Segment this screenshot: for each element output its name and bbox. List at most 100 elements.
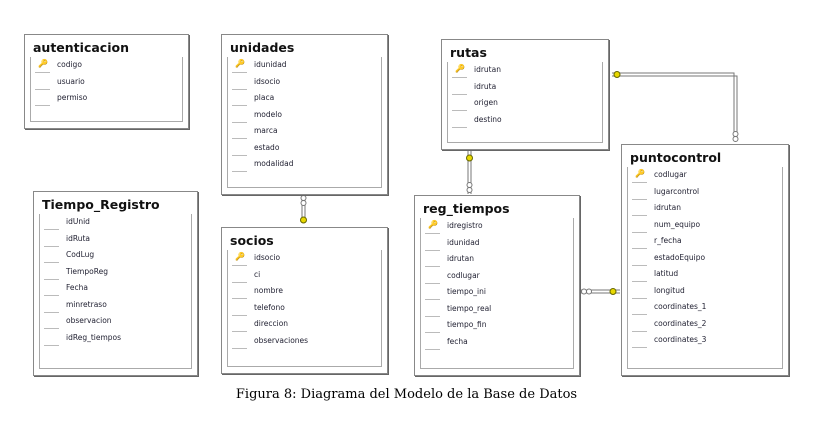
field-row[interactable]: estadoEquipo [628,250,782,266]
table-title: puntocontrol [630,150,722,165]
field-row[interactable]: coordinates_1 [628,299,782,315]
field-row[interactable]: estado [228,140,381,156]
field-name: marca [254,126,278,135]
field-row[interactable]: telefono [228,300,381,316]
field-name: idunidad [254,60,287,69]
field-row[interactable]: 🔑codlugar [628,167,782,183]
field-name: idrutan [447,254,474,263]
field-list: 🔑idrutan idruta origen destino [447,62,603,143]
row-gutter [452,94,467,111]
field-row[interactable]: r_fecha [628,233,782,249]
field-row[interactable]: fecha [421,334,573,350]
row-gutter [452,78,467,95]
field-row[interactable]: idReg_tiempos [40,330,191,346]
primary-key-icon: 🔑 [235,252,245,261]
field-row[interactable]: minretraso [40,297,191,313]
field-row[interactable]: observaciones [228,333,381,349]
field-row[interactable]: TiempoReg [40,264,191,280]
field-row[interactable]: marca [228,123,381,139]
field-row[interactable]: destino [448,112,602,128]
field-row[interactable]: longitud [628,283,782,299]
row-gutter [232,139,247,156]
field-name: destino [474,114,502,124]
field-row[interactable]: origen [448,95,602,111]
row-gutter [632,183,647,200]
row-gutter [425,316,440,333]
row-gutter [232,249,247,266]
row-gutter [35,56,50,73]
field-row[interactable]: modalidad [228,156,381,172]
table-puntocontrol[interactable]: puntocontrol 🔑codlugar lugarcontrol idrutan… [621,144,789,376]
field-row[interactable]: placa [228,90,381,106]
field-row[interactable]: observacion [40,313,191,329]
row-gutter [44,230,59,247]
primary-key-icon: 🔑 [38,59,48,68]
field-row[interactable]: tiempo_real [421,301,573,317]
field-row[interactable]: direccion [228,316,381,332]
field-row[interactable]: latitud [628,266,782,282]
field-row[interactable]: tiempo_fin [421,317,573,333]
table-title: reg_tiempos [423,201,510,216]
row-gutter [232,299,247,316]
field-name: num_equipo [654,219,701,229]
field-row[interactable]: ci [228,267,381,283]
field-name: lugarcontrol [654,186,700,196]
field-row[interactable]: 🔑idrutan [448,62,602,78]
table-title: rutas [450,45,487,60]
field-row[interactable]: idrutan [628,200,782,216]
field-row[interactable]: Fecha [40,280,191,296]
field-row[interactable]: coordinates_3 [628,332,782,348]
field-row[interactable]: usuario [31,74,182,90]
field-row[interactable]: nombre [228,283,381,299]
row-gutter [44,329,59,346]
field-row[interactable]: 🔑 idsocio [228,250,381,266]
row-gutter [44,213,59,230]
field-name: idruta [474,81,497,91]
field-row[interactable]: idsocio [228,74,381,90]
field-row[interactable]: idunidad [421,235,573,251]
row-gutter [632,166,647,183]
field-name: placa [254,93,275,102]
field-name: idReg_tiempos [66,332,122,342]
field-row[interactable]: modelo [228,107,381,123]
field-name: tiempo_ini [447,287,486,296]
field-row[interactable]: tiempo_ini [421,284,573,300]
field-row[interactable]: codlugar [421,268,573,284]
field-row[interactable]: lugarcontrol [628,184,782,200]
row-gutter [232,122,247,139]
field-row[interactable]: idUnid [40,214,191,230]
field-name: idsocio [254,76,281,86]
row-gutter [632,265,647,282]
field-row[interactable]: idRuta [40,231,191,247]
primary-key-icon: 🔑 [235,59,245,68]
field-list: 🔑codlugar lugarcontrol idrutan num_equipo r_… [627,167,783,369]
field-row[interactable]: idruta [448,79,602,95]
field-row[interactable]: CodLug [40,247,191,263]
field-row[interactable]: idrutan [421,251,573,267]
field-name: idregistro [447,221,483,230]
field-row[interactable]: coordinates_2 [628,316,782,332]
relation-reg-tiempos-puntocontrol [580,288,620,295]
field-name: idsocio [254,253,281,262]
row-gutter [35,73,50,90]
table-rutas[interactable]: rutas 🔑idrutan idruta origen destino [441,39,609,150]
field-row[interactable]: num_equipo [628,217,782,233]
field-row[interactable]: 🔑 idunidad [228,57,381,73]
field-row[interactable]: 🔑codigo [31,57,182,73]
field-name: tiempo_fin [447,320,487,329]
figure-caption: Figura 8: Diagrama del Modelo de la Base… [235,387,578,402]
field-name: estadoEquipo [654,252,706,262]
field-row[interactable]: permiso [31,90,182,106]
field-name: observaciones [254,335,309,345]
field-name: idrutan [654,203,681,212]
field-row[interactable]: 🔑idregistro [421,218,573,234]
field-name: telefono [254,302,285,312]
field-name: idrutan [474,65,501,74]
field-name: modelo [254,109,282,119]
